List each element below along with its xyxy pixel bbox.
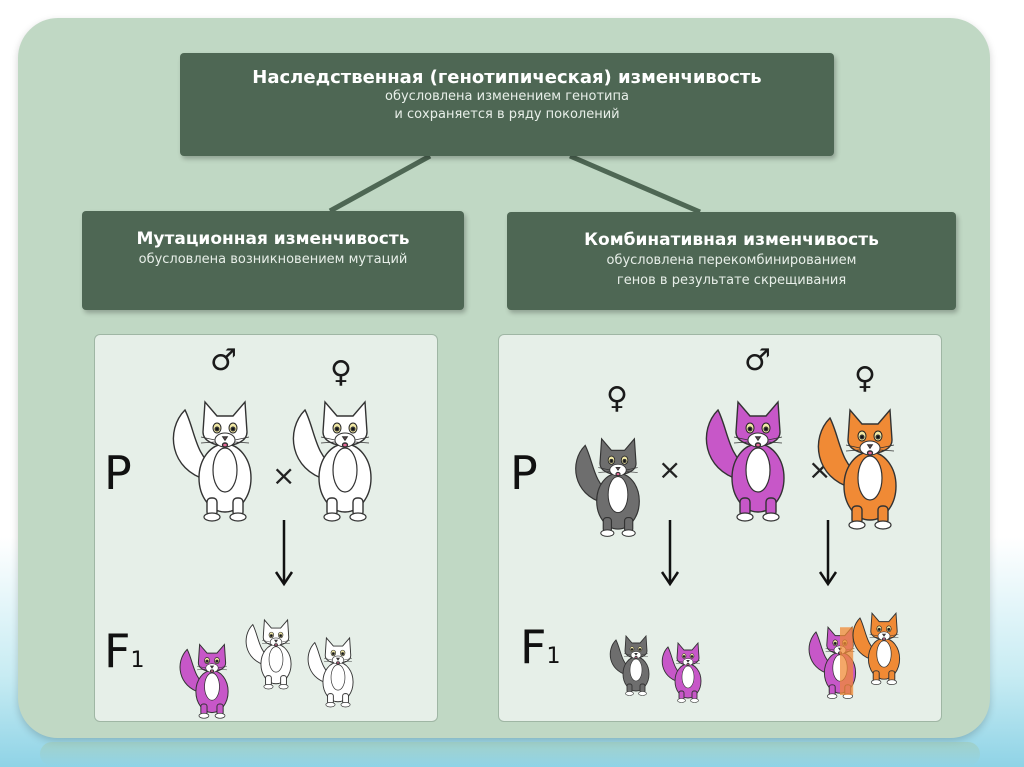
- cat-white-male: [173, 402, 251, 521]
- cat-white-offspring-2: [308, 638, 353, 707]
- cat-purple-offspring: [180, 644, 228, 718]
- cat-purple-offspring-right: [662, 643, 701, 703]
- cat-gray-offspring: [610, 636, 649, 696]
- cat-white-offspring-1: [246, 620, 291, 689]
- cat-orange-white-offspring: [853, 613, 900, 684]
- cat-orange-female: [818, 410, 896, 529]
- cat-purple-male: [706, 402, 784, 521]
- cat-white-female: [293, 402, 371, 521]
- cat-purple-orange-offspring: [809, 627, 856, 698]
- cat-gray-female: [576, 439, 640, 537]
